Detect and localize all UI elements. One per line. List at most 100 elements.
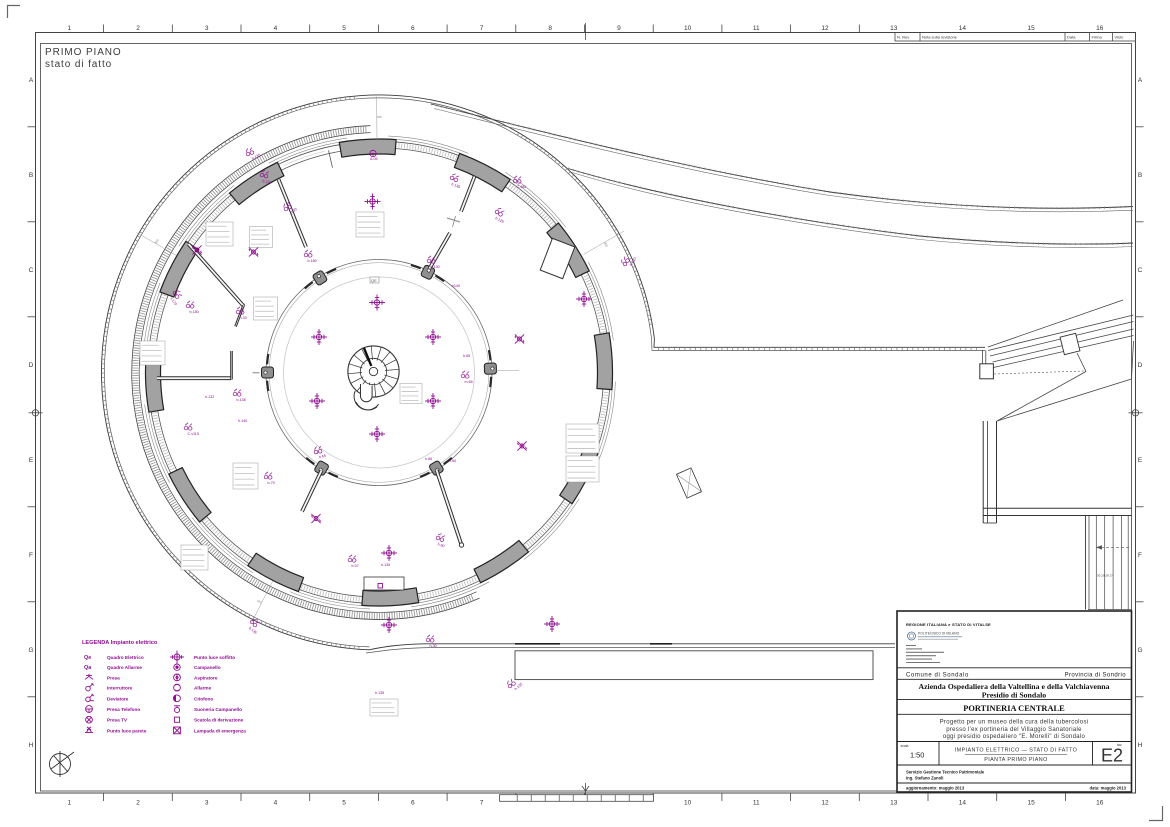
svg-text:Presa: Presa bbox=[107, 675, 120, 680]
svg-text:14: 14 bbox=[959, 25, 967, 32]
svg-text:360: 360 bbox=[377, 115, 382, 119]
svg-text:Citofono: Citofono bbox=[194, 696, 213, 701]
svg-text:h.30: h.30 bbox=[430, 644, 437, 648]
svg-text:Progetto per un museo dell: Progetto per un museo della cura della t… bbox=[940, 720, 1089, 726]
svg-text:Ing. Stefano Zanoli: Ing. Stefano Zanoli bbox=[906, 776, 943, 781]
svg-text:tav.: tav. bbox=[1117, 743, 1122, 747]
svg-text:C: C bbox=[1138, 267, 1143, 274]
svg-text:h.132: h.132 bbox=[205, 395, 214, 399]
svg-text:1: 1 bbox=[67, 800, 71, 807]
svg-text:3: 3 bbox=[205, 25, 209, 32]
svg-text:11: 11 bbox=[753, 800, 760, 807]
svg-text:A: A bbox=[1138, 77, 1143, 84]
svg-text:Punto luce parete: Punto luce parete bbox=[107, 728, 147, 733]
svg-text:PRIMO PIANO: PRIMO PIANO bbox=[45, 47, 122, 58]
svg-text:Scatola di derivazione: Scatola di derivazione bbox=[194, 718, 244, 723]
svg-text:h.66: h.66 bbox=[425, 457, 432, 461]
svg-text:presso l'ex portineria del: presso l'ex portineria del Villaggio San… bbox=[946, 727, 1082, 733]
svg-text:H: H bbox=[29, 742, 34, 749]
svg-text:7: 7 bbox=[480, 800, 484, 807]
svg-text:2: 2 bbox=[136, 25, 140, 32]
svg-text:PORTINERIA CENTRALE: PORTINERIA CENTRALE bbox=[963, 704, 1065, 713]
svg-text:A: A bbox=[29, 77, 34, 84]
svg-text:Allarme: Allarme bbox=[194, 686, 212, 691]
svg-text:b.120: b.120 bbox=[262, 179, 272, 185]
svg-text:Data: Data bbox=[1067, 35, 1076, 40]
svg-text:C: C bbox=[29, 267, 34, 274]
svg-text:QE: QE bbox=[371, 278, 377, 283]
svg-text:360: 360 bbox=[154, 238, 160, 245]
svg-text:v.170: v.170 bbox=[169, 297, 177, 306]
svg-text:C.v115: C.v115 bbox=[188, 432, 199, 436]
svg-text:E: E bbox=[1138, 457, 1143, 464]
svg-text:PIANTA PRIMO PIANO: PIANTA PRIMO PIANO bbox=[984, 757, 1047, 763]
svg-text:B: B bbox=[1138, 172, 1142, 179]
svg-text:aggiornamento: maggio 2013: aggiornamento: maggio 2013 bbox=[906, 786, 965, 791]
svg-text:15: 15 bbox=[1027, 25, 1035, 32]
svg-text:h.60: h.60 bbox=[437, 542, 445, 548]
svg-text:h.140: h.140 bbox=[238, 419, 247, 423]
svg-text:13: 13 bbox=[890, 800, 898, 807]
svg-text:b.180: b.180 bbox=[190, 310, 199, 314]
svg-text:6: 6 bbox=[411, 800, 415, 807]
svg-text:30 29 28 27: 30 29 28 27 bbox=[1097, 574, 1113, 578]
svg-text:D: D bbox=[1138, 362, 1143, 369]
svg-text:5: 5 bbox=[342, 25, 346, 32]
svg-text:h.135: h.135 bbox=[251, 153, 261, 161]
svg-text:Firma: Firma bbox=[1092, 35, 1103, 40]
svg-text:Presa Telefono: Presa Telefono bbox=[107, 707, 140, 712]
svg-text:Azienda Ospedaliera della Valt: Azienda Ospedaliera della Valtellina e d… bbox=[918, 682, 1109, 691]
svg-text:G: G bbox=[28, 647, 33, 654]
svg-text:8: 8 bbox=[548, 25, 552, 32]
svg-text:scala: scala bbox=[901, 744, 909, 748]
svg-text:D: D bbox=[29, 362, 34, 369]
svg-text:14: 14 bbox=[959, 800, 967, 807]
svg-text:15: 15 bbox=[1027, 800, 1035, 807]
svg-text:m.65: m.65 bbox=[465, 380, 473, 384]
svg-text:h.135: h.135 bbox=[381, 563, 390, 567]
svg-text:POLITECNICO DI MILANO: POLITECNICO DI MILANO bbox=[918, 632, 960, 636]
svg-text:5: 5 bbox=[342, 800, 346, 807]
svg-text:Punto luce soffitto: Punto luce soffitto bbox=[194, 655, 235, 660]
svg-text:h.66: h.66 bbox=[318, 454, 326, 460]
svg-text:Servizio Gestione Tecnico Patr: Servizio Gestione Tecnico Patrimoniale bbox=[906, 770, 985, 775]
svg-text:LEGENDA Impianto elettrico: LEGENDA Impianto elettrico bbox=[82, 640, 158, 646]
svg-text:oggi presidio ospedaliero ": oggi presidio ospedaliero "E. Morelli" d… bbox=[943, 734, 1086, 740]
svg-text:b.180: b.180 bbox=[308, 259, 317, 263]
svg-text:360: 360 bbox=[603, 241, 609, 248]
svg-text:Comune di Sondalo: Comune di Sondalo bbox=[906, 673, 969, 679]
svg-text:16: 16 bbox=[1096, 800, 1104, 807]
svg-text:3: 3 bbox=[205, 800, 209, 807]
svg-text:F: F bbox=[29, 552, 33, 559]
svg-text:7: 7 bbox=[480, 25, 484, 32]
svg-text:Aspiratore: Aspiratore bbox=[194, 675, 218, 680]
svg-text:b.135: b.135 bbox=[248, 626, 258, 635]
svg-text:Qe: Qe bbox=[84, 655, 91, 661]
svg-text:Presa TV: Presa TV bbox=[107, 718, 128, 723]
svg-text:C.480: C.480 bbox=[517, 185, 527, 189]
svg-text:b.138: b.138 bbox=[237, 398, 246, 402]
svg-text:F: F bbox=[1138, 552, 1142, 559]
svg-text:h.130: h.130 bbox=[431, 265, 440, 269]
svg-text:B: B bbox=[29, 172, 33, 179]
svg-text:Qa: Qa bbox=[84, 665, 92, 671]
svg-text:H: H bbox=[1138, 742, 1143, 749]
svg-text:12: 12 bbox=[821, 800, 829, 807]
svg-text:1: 1 bbox=[67, 25, 71, 32]
svg-text:h.60: h.60 bbox=[449, 459, 456, 463]
svg-text:N. Rev: N. Rev bbox=[897, 35, 909, 40]
svg-text:16: 16 bbox=[1096, 25, 1104, 32]
svg-text:IMPIANTO ELETTRICO — STATO: IMPIANTO ELETTRICO — STATO DI FATTO bbox=[955, 748, 1077, 754]
svg-text:REGIONE ITALIANA e STATO DI VI: REGIONE ITALIANA e STATO DI VITALSE bbox=[906, 622, 991, 627]
svg-text:1:50: 1:50 bbox=[910, 751, 924, 760]
svg-text:h.33: h.33 bbox=[240, 316, 247, 320]
svg-text:360: 360 bbox=[256, 599, 263, 605]
svg-text:h.65: h.65 bbox=[463, 354, 470, 358]
svg-text:h.135: h.135 bbox=[514, 682, 524, 691]
svg-text:6: 6 bbox=[411, 25, 415, 32]
svg-text:h.120: h.120 bbox=[629, 257, 637, 267]
svg-text:Quadro Allarme: Quadro Allarme bbox=[107, 665, 142, 670]
svg-text:4: 4 bbox=[274, 25, 278, 32]
svg-text:4: 4 bbox=[274, 800, 278, 807]
svg-text:stato di fatto: stato di fatto bbox=[45, 59, 112, 70]
